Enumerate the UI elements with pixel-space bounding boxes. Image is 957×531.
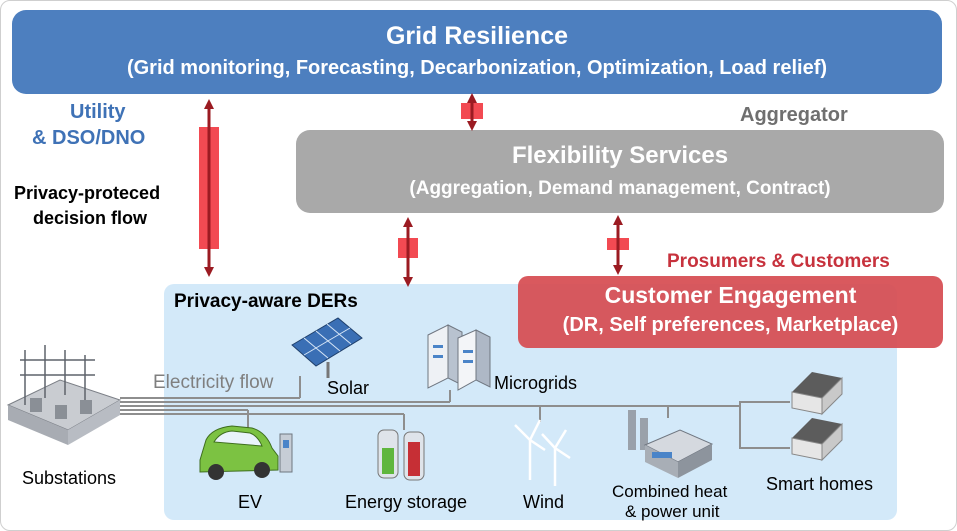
ev-car-icon	[199, 425, 293, 480]
electricity-flow-label: Electricity flow	[153, 372, 274, 393]
grid-resilience-box: Grid Resilience (Grid monitoring, Foreca…	[12, 10, 942, 94]
substations-label: Substations	[22, 468, 117, 488]
decision-flow-label-1: Privacy-proteced	[14, 183, 161, 203]
dso-dno-label: & DSO/DNO	[32, 127, 146, 149]
solar-label: Solar	[327, 378, 370, 398]
ev-label: EV	[238, 492, 263, 512]
energy-storage-label: Energy storage	[345, 492, 468, 512]
microgrid-icon	[427, 324, 491, 391]
decision-flow-arrow-left	[199, 99, 219, 277]
flex-der-arrow	[398, 217, 418, 287]
grid-flex-arrow	[461, 93, 483, 131]
smart-homes-label: Smart homes	[766, 474, 874, 494]
utility-label: Utility	[70, 101, 126, 123]
chp-label-1: Combined heat	[612, 482, 728, 501]
substation-icon	[6, 345, 122, 445]
flexibility-services-box: Flexibility Services (Aggregation, Deman…	[296, 130, 944, 213]
prosumers-label: Prosumers & Customers	[667, 251, 890, 272]
smart-home-icon-top	[791, 372, 843, 416]
decision-flow-label-2: decision flow	[33, 208, 148, 228]
grid-resilience-title: Grid Resilience	[385, 22, 569, 50]
flexibility-services-title: Flexibility Services	[511, 142, 729, 169]
flex-customer-arrow	[607, 215, 629, 275]
wind-turbine-icon	[514, 419, 571, 486]
flexibility-services-subtitle: (Aggregation, Demand management, Contrac…	[409, 178, 831, 199]
microgrids-label: Microgrids	[494, 373, 578, 393]
chp-label-2: & power unit	[625, 502, 720, 521]
electricity-flow-lines	[120, 376, 790, 449]
solar-panel-icon	[291, 317, 363, 378]
customer-engagement-box: Customer Engagement (DR, Self preference…	[518, 276, 943, 348]
smart-home-icon-bottom	[791, 418, 843, 462]
grid-resilience-subtitle: (Grid monitoring, Forecasting, Decarboni…	[126, 57, 828, 79]
customer-engagement-title: Customer Engagement	[604, 282, 857, 308]
ders-title: Privacy-aware DERs	[174, 291, 358, 312]
customer-engagement-subtitle: (DR, Self preferences, Marketplace)	[562, 314, 899, 336]
battery-storage-icon	[377, 429, 425, 481]
wind-label: Wind	[523, 492, 565, 512]
chp-plant-icon	[628, 410, 714, 478]
aggregator-label: Aggregator	[740, 104, 848, 126]
